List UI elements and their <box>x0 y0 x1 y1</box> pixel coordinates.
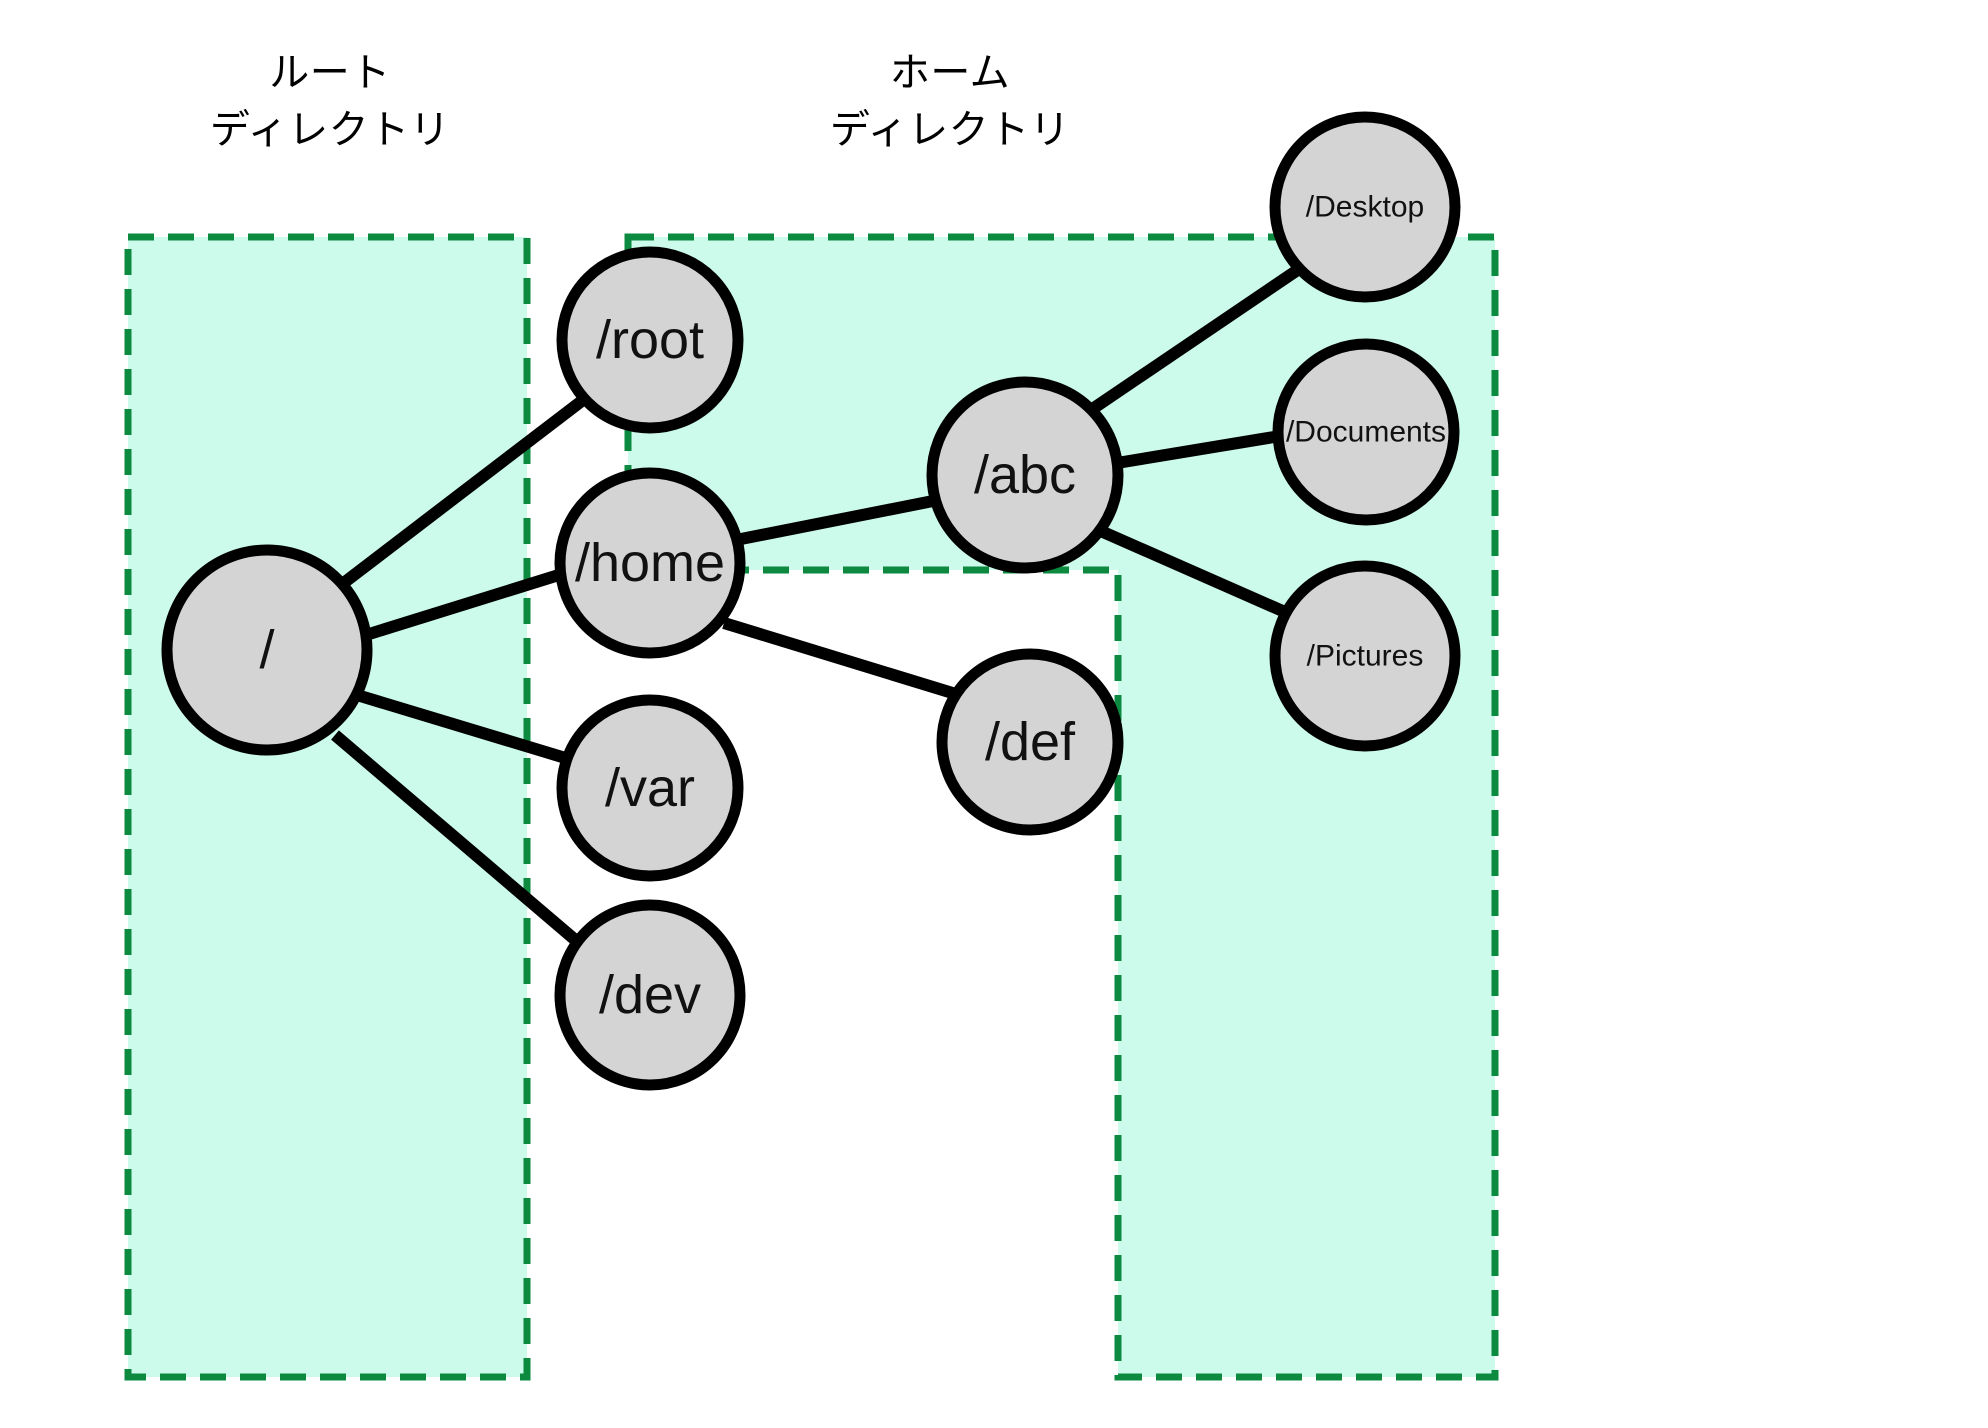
node-pictures[interactable]: /Pictures <box>1269 560 1461 752</box>
node-def-circle[interactable] <box>936 648 1124 836</box>
node-slash-circle[interactable] <box>161 544 373 756</box>
node-desktop[interactable]: /Desktop <box>1269 111 1461 303</box>
node-def[interactable]: /def <box>936 648 1124 836</box>
edge-slash-var <box>355 689 574 766</box>
edge-group <box>331 262 1306 949</box>
edge-slash-dev <box>331 730 584 949</box>
node-dev[interactable]: /dev <box>554 899 746 1091</box>
node-abc[interactable]: /abc <box>926 376 1124 574</box>
region-label-root-directory: ルート ディレクトリ <box>209 51 451 152</box>
node-root[interactable]: /root <box>556 246 744 434</box>
node-desktop-label: /Desktop <box>1306 191 1424 224</box>
node-root-label: /root <box>596 310 704 370</box>
node-def-label: /def <box>985 712 1076 772</box>
node-documents[interactable]: /Documents <box>1272 338 1460 526</box>
node-var[interactable]: /var <box>556 694 744 882</box>
region-root-directory <box>124 233 531 1381</box>
region-label-home-directory: ホーム ディレクトリ <box>829 51 1071 152</box>
edge-slash-home <box>364 568 564 641</box>
node-root-circle[interactable] <box>556 246 744 434</box>
node-pictures-label: /Pictures <box>1307 640 1424 673</box>
node-home-circle[interactable] <box>554 467 746 659</box>
node-abc-circle[interactable] <box>926 376 1124 574</box>
node-documents-label: /Documents <box>1286 416 1446 449</box>
node-abc-label: /abc <box>974 445 1076 505</box>
node-dev-circle[interactable] <box>554 899 746 1091</box>
node-pictures-circle[interactable] <box>1269 560 1461 752</box>
node-slash[interactable]: / <box>161 544 373 756</box>
node-var-label: /var <box>605 758 695 818</box>
edge-abc-documents <box>1116 430 1281 469</box>
node-slash-label: / <box>259 620 274 680</box>
node-dev-label: /dev <box>599 965 701 1025</box>
edge-abc-pictures <box>1100 526 1297 622</box>
node-desktop-circle[interactable] <box>1269 111 1461 303</box>
edge-abc-desktop <box>1084 262 1306 417</box>
node-documents-circle[interactable] <box>1272 338 1460 526</box>
node-home[interactable]: /home <box>554 467 746 659</box>
edge-home-abc <box>734 494 940 546</box>
edge-slash-root <box>337 395 587 590</box>
edge-home-def <box>722 617 961 701</box>
node-home-label: /home <box>575 533 725 593</box>
node-var-circle[interactable] <box>556 694 744 882</box>
